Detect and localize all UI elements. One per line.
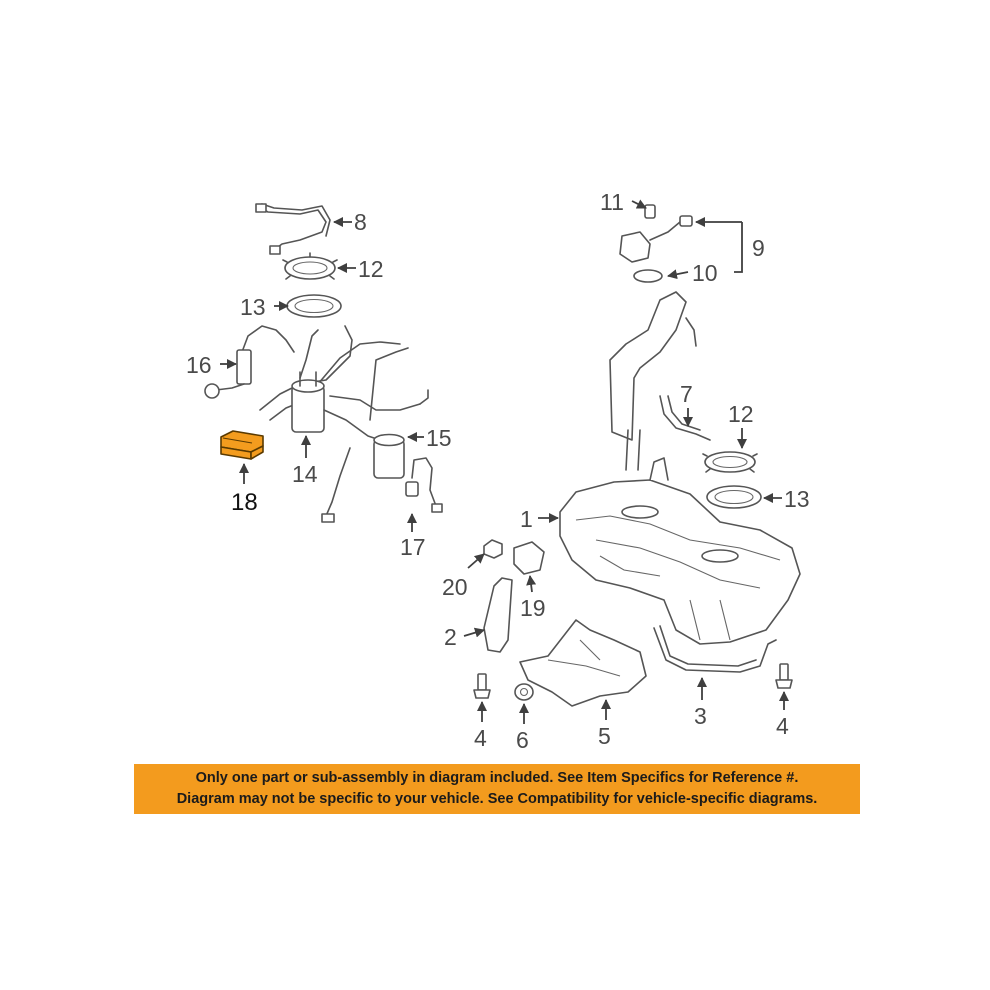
callout-2: 2 (444, 624, 457, 650)
disclaimer-line-1: Only one part or sub-assembly in diagram… (195, 770, 799, 786)
callout-8: 8 (354, 209, 367, 235)
callout-11: 11 (600, 189, 624, 215)
part-12-lock-ring-left (282, 252, 338, 280)
part-3-tank-strap (653, 625, 777, 673)
part-10-cap-seal (633, 269, 663, 283)
part-2-strap (483, 577, 513, 653)
callout-17: 17 (400, 534, 426, 560)
callout-13-right: 13 (784, 486, 810, 512)
callout-14: 14 (292, 461, 318, 487)
part-1-fuel-tank (559, 457, 801, 645)
callout-7: 7 (680, 381, 693, 407)
part-15-secondary-pump (321, 347, 429, 523)
callout-9: 9 (752, 235, 765, 261)
part-11-clip (644, 204, 656, 219)
disclaimer-line-2: Diagram may not be specific to your vehi… (176, 791, 818, 807)
callout-4-left: 4 (474, 725, 487, 751)
callout-12-left: 12 (358, 256, 384, 282)
callout-13-left: 13 (240, 294, 266, 320)
callout-6: 6 (516, 727, 529, 753)
part-18-fuel-pump-control-module (220, 430, 264, 460)
callout-12-right: 12 (728, 401, 754, 427)
callout-labels: 8 12 13 16 14 15 17 18 11 9 10 7 12 13 1… (186, 189, 810, 753)
callout-18: 18 (231, 489, 258, 516)
part-19-bracket (513, 541, 545, 575)
callout-5: 5 (598, 723, 611, 749)
callout-10: 10 (692, 260, 718, 286)
disclaimer-banner: Only one part or sub-assembly in diagram… (134, 764, 860, 814)
leader-lines (220, 199, 789, 724)
part-20-nut (483, 539, 503, 559)
part-7-vent-tube (659, 395, 711, 441)
part-13-seal-left (286, 294, 342, 318)
callout-15: 15 (426, 425, 452, 451)
part-4-bolt-left (473, 673, 491, 699)
part-4-bolt-right (775, 663, 793, 689)
part-6-bushing (514, 683, 534, 701)
part-12-lock-ring-right (702, 451, 758, 473)
callout-19: 19 (520, 595, 546, 621)
part-13-seal-right (706, 485, 762, 509)
part-17-sensor (405, 457, 443, 513)
callout-16: 16 (186, 352, 212, 378)
callout-4-right: 4 (776, 713, 789, 739)
part-8-wiring-harness (255, 203, 331, 255)
callout-1: 1 (520, 506, 533, 532)
callout-3: 3 (694, 703, 707, 729)
part-5-heat-shield (519, 619, 647, 707)
part-9-fuel-cap (619, 215, 693, 263)
callout-20: 20 (442, 574, 468, 600)
filler-neck (609, 291, 697, 471)
part-14-fuel-pump-assembly (259, 325, 401, 433)
part-16-sender-unit (204, 325, 295, 399)
